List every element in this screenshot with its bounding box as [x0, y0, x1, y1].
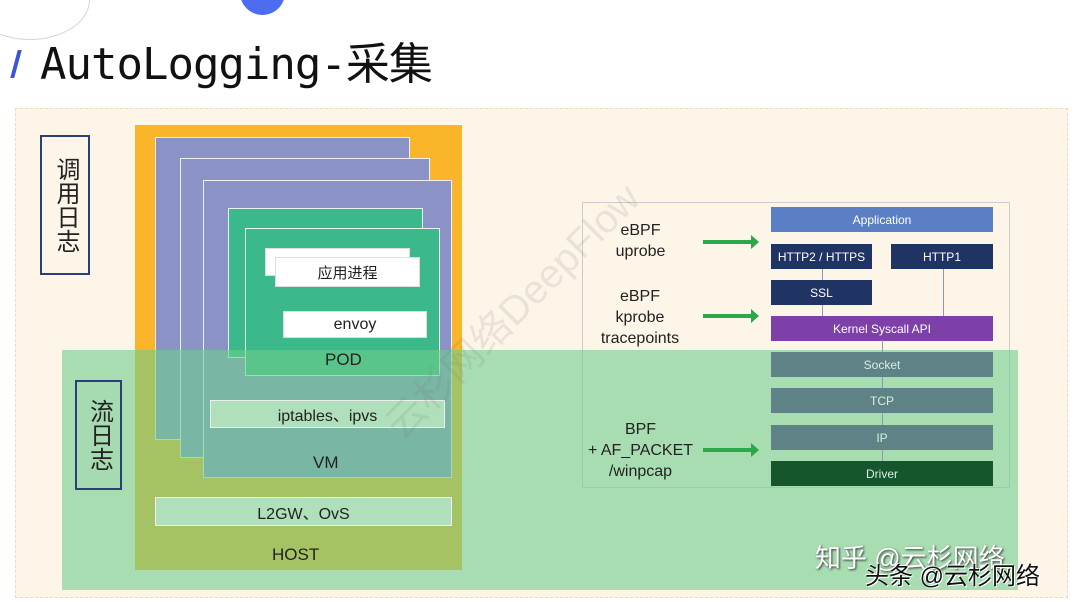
connector-line — [943, 268, 944, 328]
probe-text: + AF_PACKET — [587, 442, 694, 459]
host-label: HOST — [272, 545, 320, 564]
probe-af-packet: BPF + AF_PACKET/winpcap — [578, 419, 703, 482]
layer-driver: Driver — [771, 461, 993, 486]
l2gw-box: L2GW、OvS — [155, 497, 452, 526]
flow-log-label: 流日志 — [75, 380, 122, 490]
layer-http1: HTTP1 — [891, 244, 993, 269]
app-process-card: 应用进程 — [275, 257, 420, 287]
iptables-box: iptables、ipvs — [210, 400, 445, 428]
zhihu-watermark: 知乎 @云杉网络 — [815, 543, 1005, 573]
layer-syscall: Kernel Syscall API — [771, 316, 993, 341]
layer-ip: IP — [771, 425, 993, 450]
probe-text: kprobe — [615, 309, 665, 326]
probe-text: BPF — [624, 421, 657, 438]
probe-uprobe: eBPF uprobe — [598, 220, 683, 262]
probe-text: eBPF — [619, 288, 660, 305]
pod-label: POD — [325, 350, 362, 369]
envoy-card: envoy — [283, 311, 427, 338]
call-log-label: 调用日志 — [40, 135, 90, 275]
probe-text: /winpcap — [608, 463, 673, 480]
layer-tcp: TCP — [771, 388, 993, 413]
decorative-dot — [240, 0, 285, 15]
vm-label: VM — [313, 453, 339, 472]
toutiao-watermark: 头条 @云杉网络 — [865, 563, 1041, 590]
probe-text: uprobe — [615, 243, 666, 260]
probe-kprobe: eBPF kprobe tracepoints — [590, 286, 690, 349]
layer-ssl: SSL — [771, 280, 872, 305]
layer-socket: Socket — [771, 352, 993, 377]
arrow-right-icon — [703, 235, 759, 249]
title-accent — [10, 50, 22, 78]
layer-application: Application — [771, 207, 993, 232]
probe-text: eBPF — [620, 222, 661, 239]
probe-text: tracepoints — [600, 330, 680, 347]
arrow-right-icon — [703, 443, 759, 457]
layer-http2: HTTP2 / HTTPS — [771, 244, 872, 269]
arrow-right-icon — [703, 309, 759, 323]
page-title: AutoLogging-采集 — [40, 39, 433, 90]
